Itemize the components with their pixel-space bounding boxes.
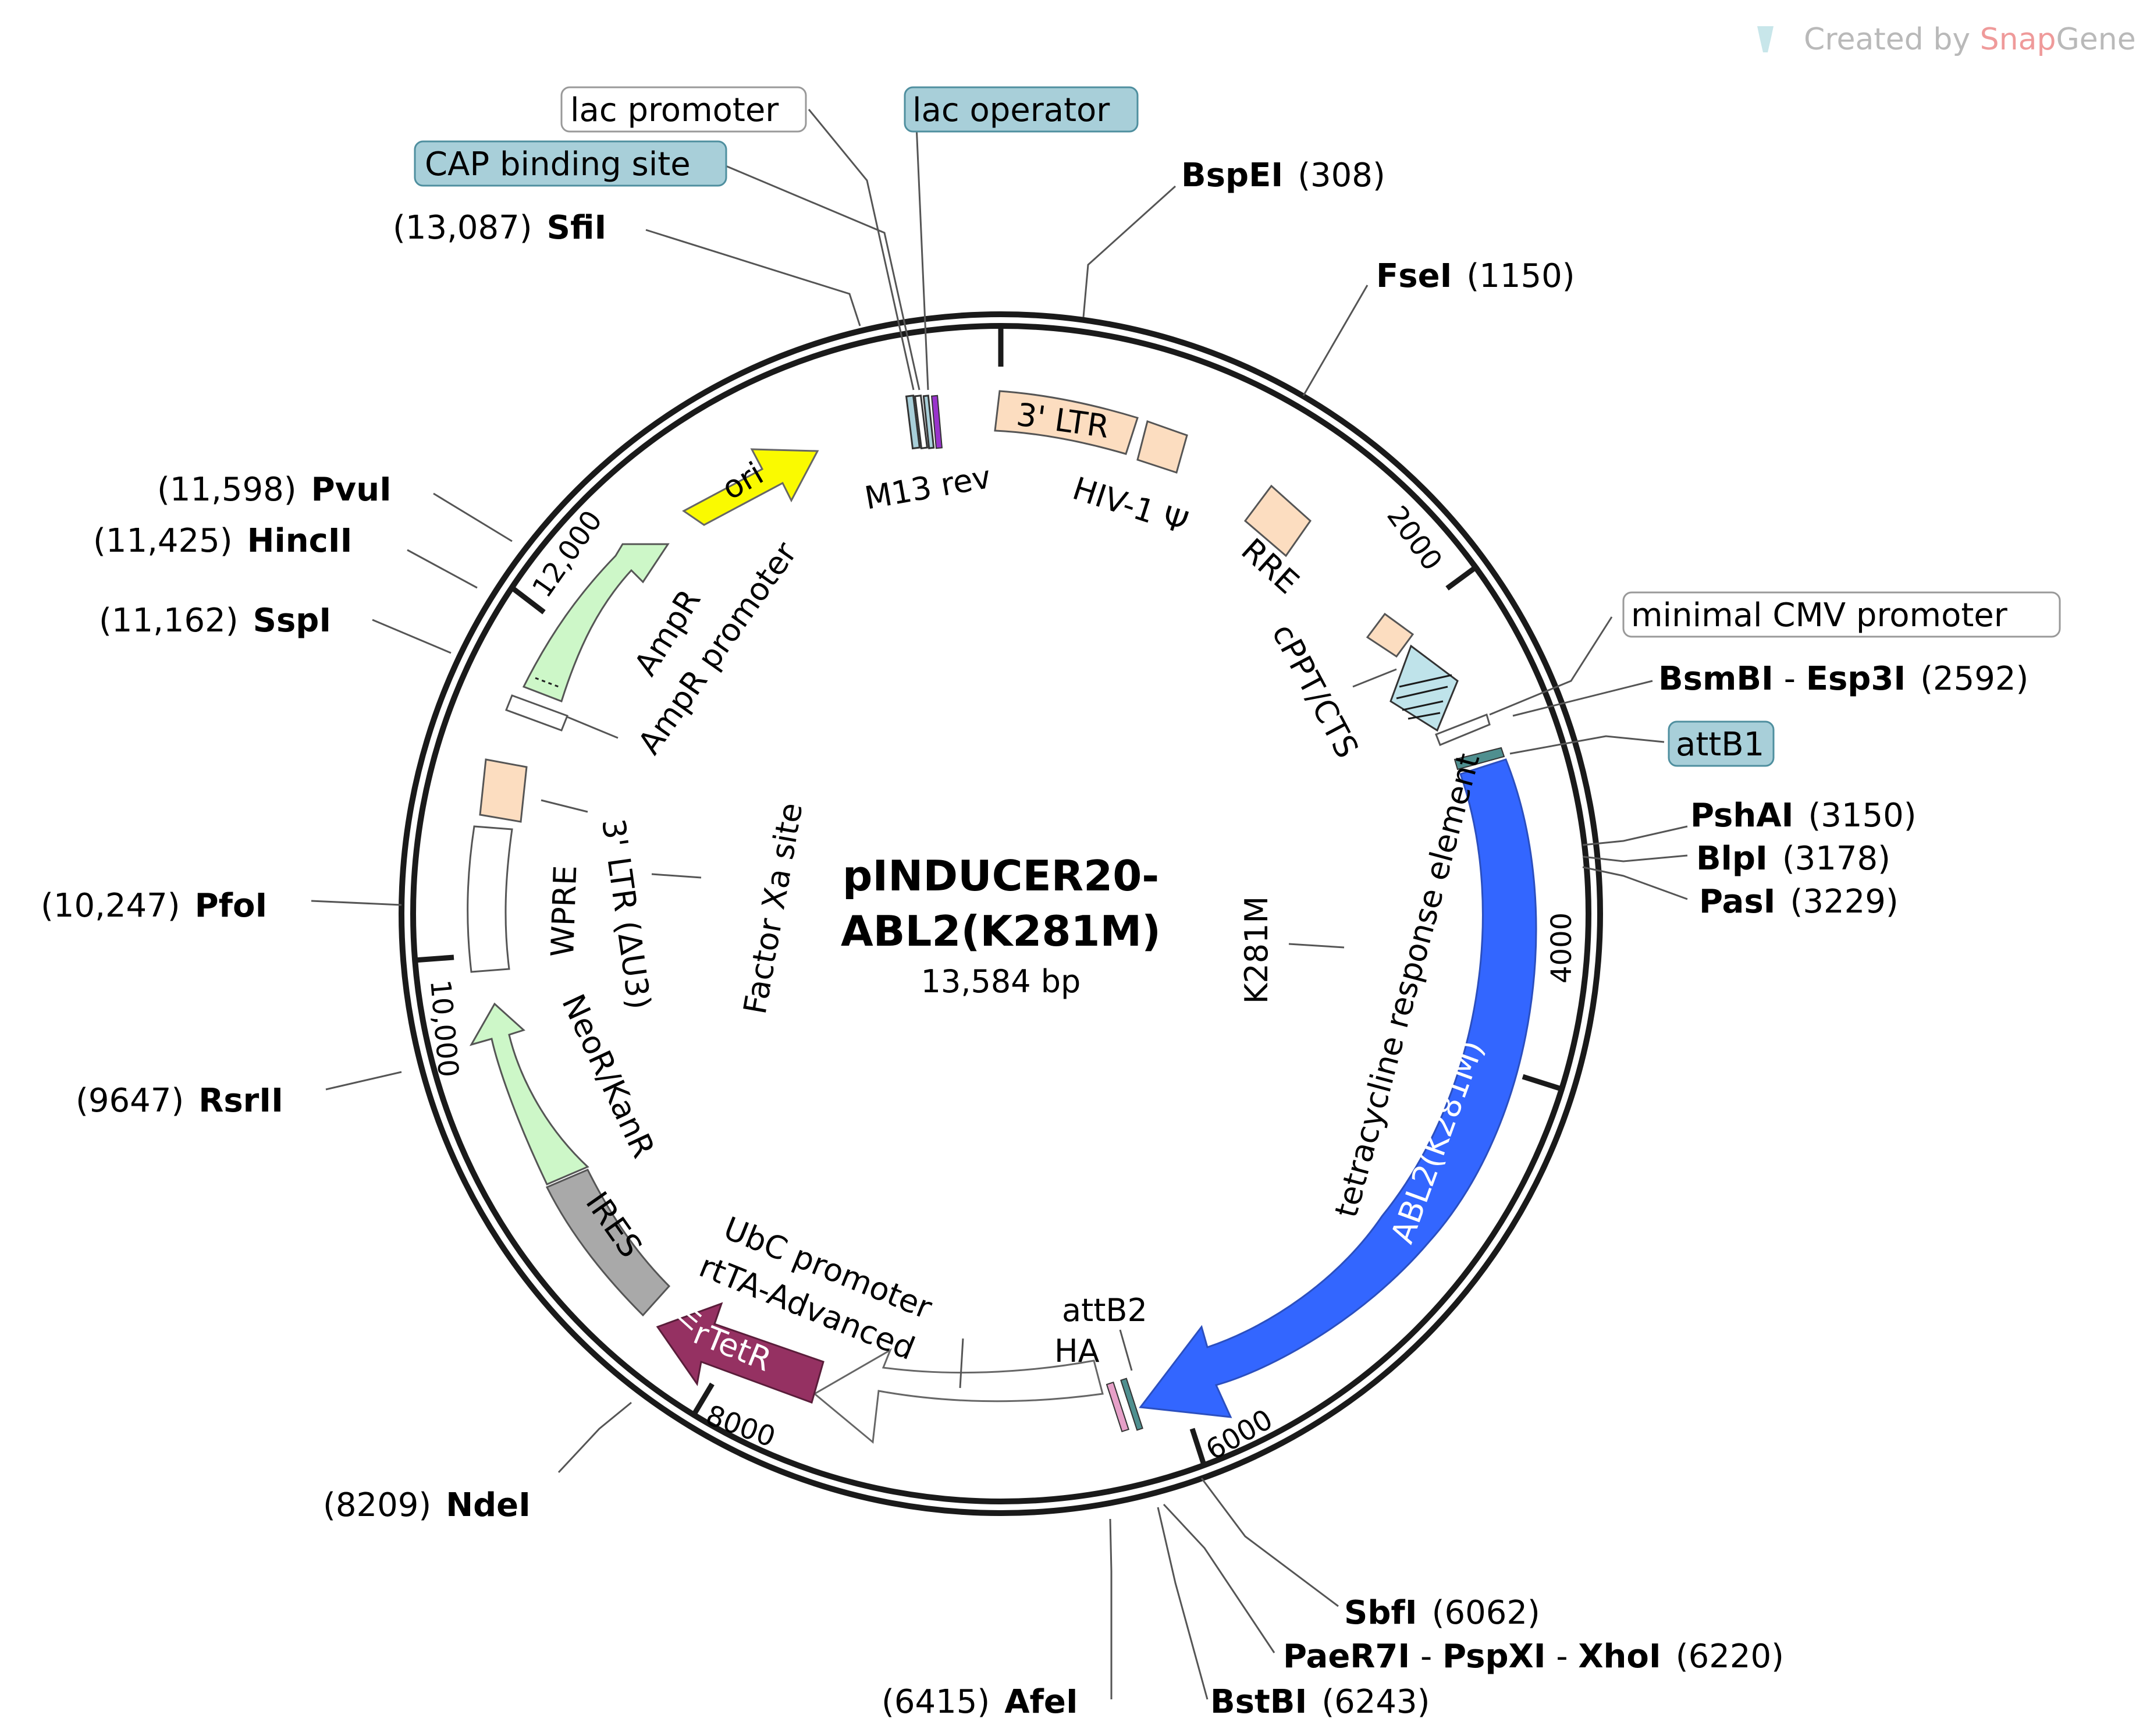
site-hincii: (11,425)HincII <box>93 522 352 560</box>
site-sbfi: SbfI(6062) <box>1344 1594 1540 1632</box>
min-cmv-label: minimal CMV promoter <box>1631 597 2008 634</box>
rtta-hatch <box>662 1293 702 1331</box>
m13rev-mark <box>931 395 943 449</box>
ires-mark <box>545 1169 671 1317</box>
hiv1psi-label: HIV-1 Ψ <box>1068 470 1192 541</box>
site-bstbi: BstBI(6243) <box>1210 1683 1430 1721</box>
ltr3-mark <box>994 390 1139 455</box>
center-label: pINDUCER20- ABL2(K281M) 13,584 bp <box>841 851 1161 1000</box>
tre-mark <box>1389 644 1459 732</box>
tre-hatch <box>1396 674 1452 720</box>
boxed-labels: lac promoter lac operator CAP binding si… <box>414 86 2061 767</box>
ha-mark <box>1106 1381 1129 1433</box>
attb2-label: attB2 <box>1062 1292 1147 1329</box>
plasmid-name-line1: pINDUCER20- <box>843 851 1159 900</box>
ubc-promoter-arrow <box>813 1348 1104 1444</box>
site-pvui: (11,598)PvuI <box>157 471 392 509</box>
cppt-mark <box>1366 612 1415 658</box>
site-sspi: (11,162)SspI <box>99 602 331 640</box>
tick-label-2000: 2000 <box>1380 500 1448 577</box>
feature-marks <box>467 390 1537 1444</box>
wpre-label: WPRE <box>544 865 584 958</box>
site-sfii: (13,087)SfiI <box>393 209 606 247</box>
plasmid-name-line2: ABL2(K281M) <box>841 907 1161 956</box>
lac-operator-mark <box>922 395 935 449</box>
lac-operator-label: lac operator <box>912 91 1110 129</box>
snapgene-credit: Created by SnapGene <box>1757 22 2136 57</box>
hiv1-psi-mark <box>1136 420 1188 474</box>
attb2-mark <box>1120 1378 1143 1431</box>
ha-label: HA <box>1054 1333 1100 1369</box>
rre-mark <box>1243 484 1312 558</box>
tick-marks <box>414 326 1561 1468</box>
tick-label-4000: 4000 <box>1545 913 1578 984</box>
cap-binding-label: CAP binding site <box>425 145 691 183</box>
site-pasi: PasI(3229) <box>1699 883 1899 921</box>
cppt-label: cPPT/CTS <box>1265 618 1366 764</box>
site-pfoi: (10,247)PfoI <box>41 887 267 925</box>
k281m-label: K281M <box>1238 896 1275 1004</box>
ampr-promoter-mark <box>505 694 568 732</box>
site-bspei: BspEI(308) <box>1181 157 1385 194</box>
ltr3-du3-mark <box>479 758 528 823</box>
credit-prefix: Created by <box>1804 22 1980 57</box>
attb1-label: attB1 <box>1676 726 1764 764</box>
cap-binding-mark <box>905 395 921 450</box>
neor-arrow <box>469 1002 589 1185</box>
site-bsmbi: BsmBI - Esp3I(2592) <box>1658 660 2028 698</box>
credit-brand-gene: Gene <box>2056 22 2135 57</box>
min-cmv-mark <box>1435 713 1491 746</box>
ori-arrow <box>682 448 819 526</box>
lac-promoter-mark <box>914 395 929 449</box>
neor-label: NeoR/KanR <box>555 989 662 1163</box>
attb1-mark <box>1453 747 1505 771</box>
inner-pointers <box>541 668 1397 1389</box>
site-rsrii: (9647)RsrII <box>76 1082 283 1120</box>
snapgene-logo-icon <box>1757 26 1774 52</box>
site-blpi: BlpI(3178) <box>1696 840 1890 878</box>
site-ndei: (8209)NdeI <box>323 1486 531 1524</box>
factorxa-label: Factor Xa site <box>737 800 810 1017</box>
credit-brand-snap: Snap <box>1980 22 2056 57</box>
abl2-arrow <box>1139 758 1537 1418</box>
ltr3du3-label: 3' LTR (ΔU3) <box>595 816 658 1011</box>
site-afei: (6415)AfeI <box>882 1683 1078 1721</box>
lac-promoter-label: lac promoter <box>570 91 779 129</box>
wpre-mark <box>467 825 513 973</box>
site-labels: (13,087)SfiI BspEI(308) FseI(1150) BsmBI… <box>41 157 2028 1721</box>
site-fsei: FseI(1150) <box>1376 257 1575 295</box>
site-paer7i: PaeR7I - PspXI - XhoI(6220) <box>1283 1638 1784 1675</box>
ampr-arrow <box>522 543 670 702</box>
ltr3-label: 3' LTR <box>1014 396 1111 445</box>
tick-label-8000: 8000 <box>702 1399 780 1454</box>
svg-text:Created by SnapGene: Created by SnapGene <box>1804 22 2136 57</box>
m13rev-label: M13 rev <box>862 459 993 517</box>
site-leaders <box>311 109 1688 1700</box>
site-pshai: PshAI(3150) <box>1690 797 1917 835</box>
plasmid-length: 13,584 bp <box>921 963 1081 1000</box>
